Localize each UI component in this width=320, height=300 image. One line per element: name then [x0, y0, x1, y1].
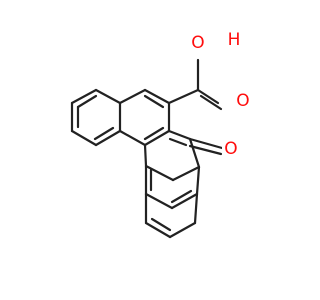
bond: [168, 221, 197, 239]
label-background: [222, 140, 240, 158]
bond: [170, 192, 199, 210]
bond: [193, 192, 199, 225]
bond: [188, 137, 224, 150]
bond-group: [70, 58, 224, 239]
bond: [144, 192, 174, 210]
bond: [144, 221, 172, 239]
bond: [199, 94, 223, 111]
bond: [94, 129, 122, 147]
bond: [188, 137, 201, 169]
atom-label-group: O H O O: [188, 30, 252, 159]
bond: [188, 144, 223, 156]
bond: [70, 88, 98, 105]
bond: [143, 129, 171, 147]
bond-inner: [76, 94, 98, 109]
bond-inner: [143, 94, 165, 109]
bond: [144, 164, 175, 182]
bond: [196, 88, 220, 105]
bond: [118, 129, 147, 147]
bond: [167, 129, 192, 141]
bond-inner: [143, 126, 165, 141]
bond-inner: [168, 137, 188, 147]
bond: [143, 143, 148, 168]
carbonyl-oxygen-label: O: [236, 91, 249, 111]
hydroxyl-hydrogen-label: H: [228, 30, 241, 50]
bond-inner: [150, 217, 172, 232]
hydroxyl-oxygen-label: O: [191, 33, 204, 53]
chemical-structure: O H O O: [70, 30, 252, 239]
label-background: [234, 92, 252, 110]
label-background: [188, 34, 206, 52]
bond: [143, 88, 171, 105]
ketone-oxygen-label: O: [224, 139, 237, 159]
bond: [167, 88, 200, 105]
bond-inner: [170, 189, 193, 204]
bond: [70, 129, 98, 147]
bond: [171, 165, 201, 182]
bond: [94, 88, 122, 105]
bond: [118, 88, 147, 105]
bond: [195, 165, 201, 196]
bond-inner: [93, 126, 115, 141]
